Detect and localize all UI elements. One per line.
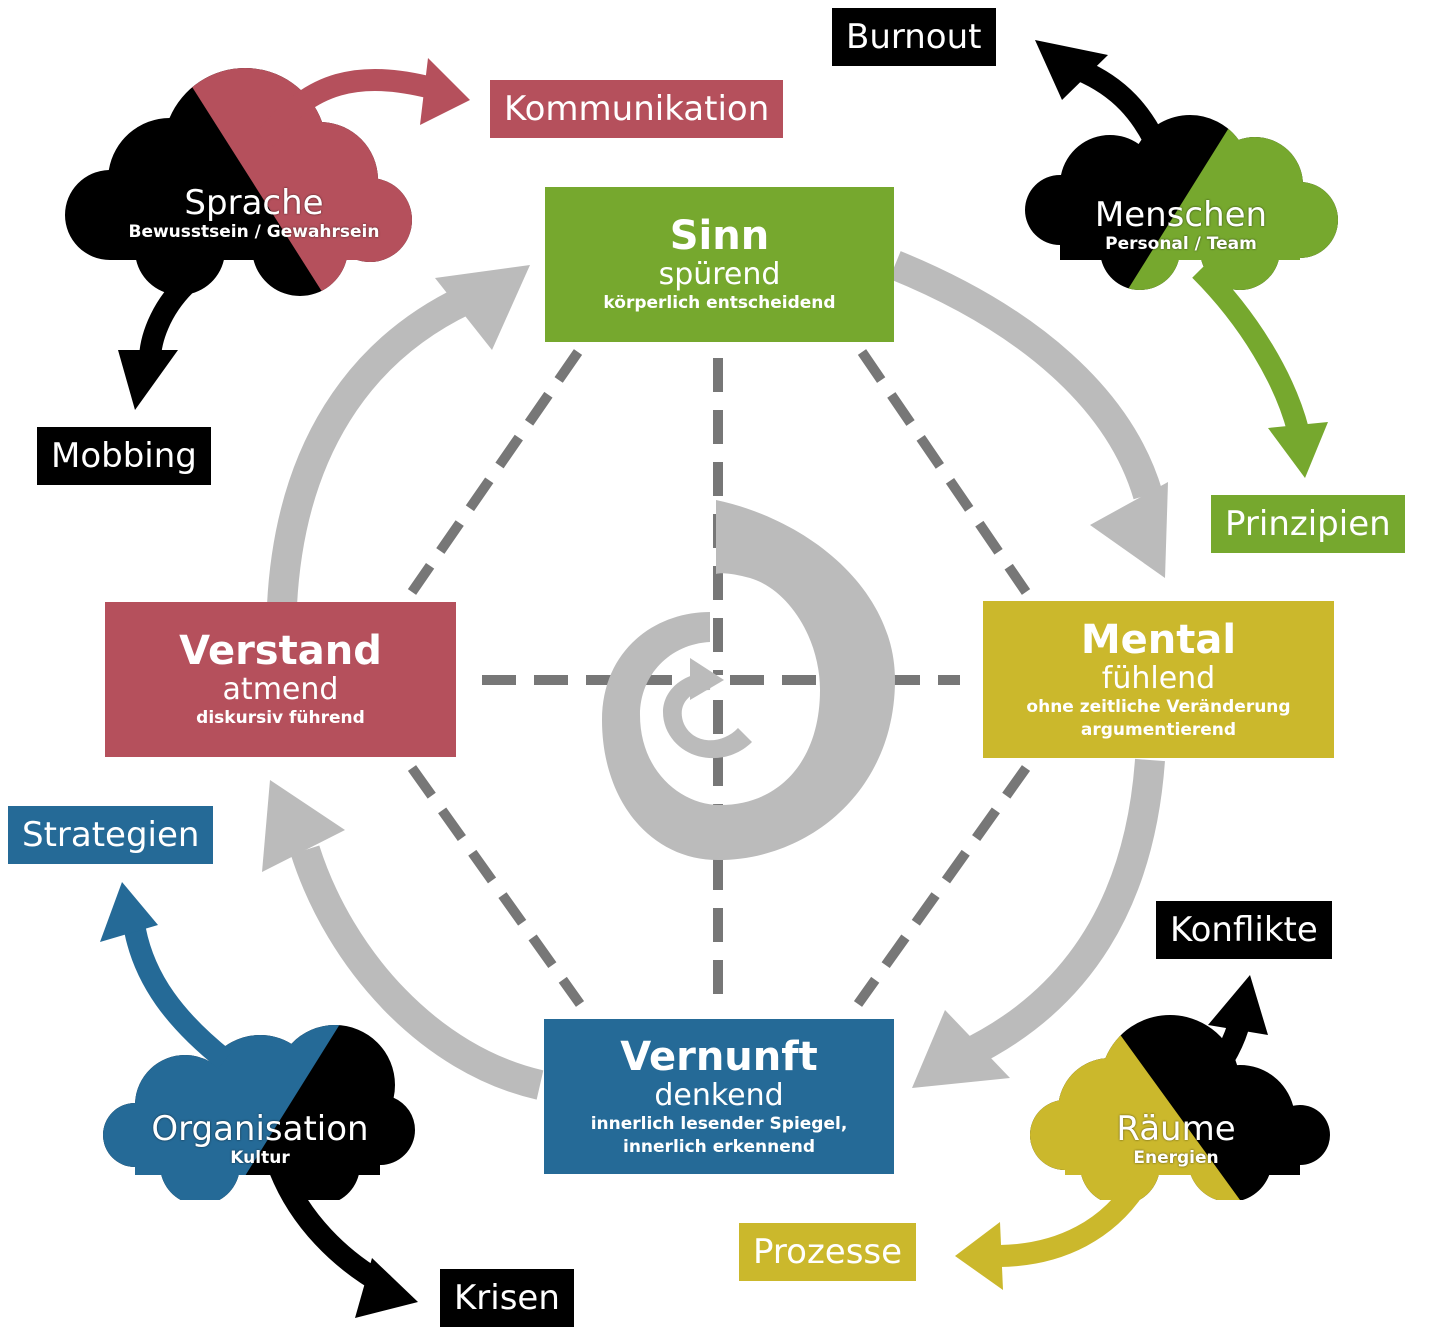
box-vernunft: Vernunft denkend innerlich lesender Spie…	[544, 1019, 894, 1174]
box-verstand: Verstand atmend diskursiv führend	[105, 602, 456, 757]
arrow-organisation-strategien	[124, 927, 232, 1069]
box-mental-title: Mental	[1080, 616, 1237, 663]
cycle-arrow-mental-to-vernunft	[958, 758, 1165, 1069]
tag-konflikte: Konflikte	[1156, 901, 1332, 959]
tag-kommunikation: Kommunikation	[490, 80, 784, 138]
box-mental-description: ohne zeitliche Veränderung argumentieren…	[1026, 696, 1291, 740]
box-mental: Mental fühlend ohne zeitliche Veränderun…	[983, 601, 1334, 758]
cloud-menschen-title: Menschen	[1094, 195, 1268, 235]
tag-burnout: Burnout	[832, 8, 996, 66]
cycle-arrow-verstand-to-sinn	[267, 286, 472, 606]
cloud-organisation	[103, 1025, 415, 1200]
cloud-menschen-label: Menschen Personal / Team	[1011, 196, 1351, 254]
cloud-raeume	[1030, 1015, 1330, 1200]
arrow-sprache-kommunikation	[256, 68, 435, 147]
arrow-sprache-mobbing	[139, 277, 194, 361]
dash-line-diag-upper-left	[407, 349, 583, 595]
box-sinn-description: körperlich entscheidend	[603, 293, 836, 313]
tag-prinzipien: Prinzipien	[1211, 495, 1405, 553]
tag-strategien: Strategien	[8, 806, 214, 864]
cloud-raeume-label: Räume Energien	[1006, 1110, 1346, 1168]
box-vernunft-subtitle: denkend	[654, 1077, 784, 1113]
box-vernunft-description: innerlich lesender Spiegel, innerlich er…	[590, 1113, 848, 1157]
arrow-menschen-prinzipien	[1192, 262, 1309, 433]
tag-krisen: Krisen	[440, 1269, 574, 1327]
cloud-sprache-title: Sprache	[184, 183, 324, 223]
cloud-organisation-label: Organisation Kultur	[90, 1110, 430, 1168]
box-sinn-title: Sinn	[669, 213, 770, 259]
box-sinn: Sinn spürend körperlich entscheidend	[545, 187, 894, 342]
box-verstand-description: diskursiv führend	[196, 708, 365, 728]
cloud-arrowheads	[100, 40, 1328, 1318]
box-verstand-title: Verstand	[179, 628, 382, 674]
box-mental-subtitle: fühlend	[1101, 660, 1216, 696]
box-verstand-subtitle: atmend	[222, 672, 339, 707]
cloud-organisation-title: Organisation	[151, 1109, 369, 1149]
cycle-arrow-vernunft-to-verstand	[290, 845, 544, 1100]
cloud-organisation-subtitle: Kultur	[230, 1148, 290, 1168]
tag-prozesse: Prozesse	[739, 1223, 917, 1281]
arrow-raeume-prozesse	[999, 1174, 1150, 1267]
spiral-icon	[602, 500, 895, 860]
cloud-raeume-title: Räume	[1116, 1109, 1236, 1149]
cloud-menschen-subtitle: Personal / Team	[1105, 234, 1257, 254]
arrow-menschen-burnout	[1075, 59, 1176, 169]
cycle-arrow-sinn-to-mental	[889, 251, 1163, 500]
cloud-raeume-subtitle: Energien	[1133, 1148, 1219, 1168]
cloud-sprache-label: Sprache Bewusstsein / Gewahrsein	[84, 184, 424, 242]
cloud-sprache-subtitle: Bewusstsein / Gewahrsein	[128, 222, 380, 242]
cycle-arrows	[267, 251, 1165, 1100]
dash-line-diag-upper-right	[857, 349, 1031, 595]
box-vernunft-title: Vernunft	[620, 1033, 818, 1080]
dash-line-diag-lower-left	[407, 765, 585, 1007]
cycle-arrowheads	[262, 265, 1168, 1088]
dash-line-diag-lower-right	[853, 765, 1031, 1007]
box-sinn-subtitle: spürend	[658, 257, 781, 292]
tag-mobbing: Mobbing	[37, 427, 211, 485]
